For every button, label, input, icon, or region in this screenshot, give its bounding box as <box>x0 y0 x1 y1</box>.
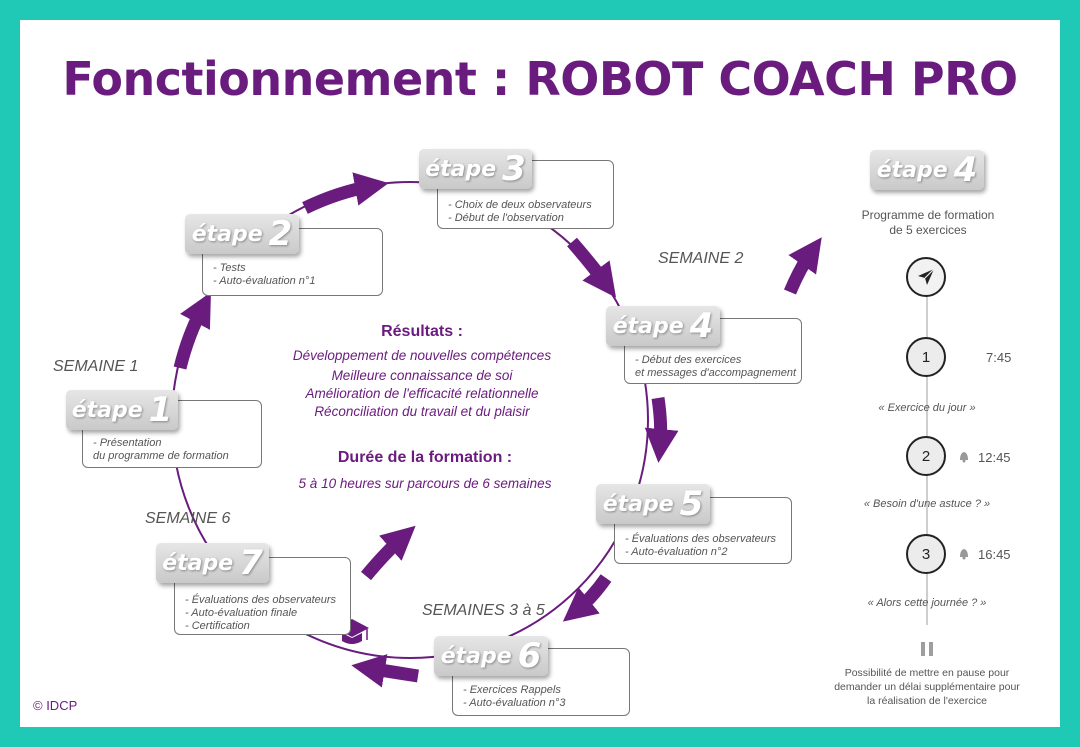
copyright: © IDCP <box>33 698 78 713</box>
timeline-step-3: 3 <box>906 534 946 574</box>
step-5-number: 5 <box>679 484 704 524</box>
results-line-1: Développement de nouvelles compétences <box>292 348 552 363</box>
step-2-number: 2 <box>268 214 293 254</box>
results-line-4: Réconciliation du travail et du plaisir <box>314 404 530 419</box>
page-title: Fonctionnement : ROBOT COACH PRO <box>62 52 1018 106</box>
week-label-6: SEMAINE 6 <box>145 510 231 527</box>
step-1-line-2: du programme de formation <box>93 450 229 462</box>
arrow-step4-to-step5 <box>644 397 679 463</box>
arrow-step5-to-step6 <box>562 574 612 622</box>
week-label-2: SEMAINE 2 <box>658 250 744 267</box>
program-line-1: Programme de formation <box>861 208 995 222</box>
bell-icon <box>960 452 968 463</box>
timeline-step-2: 2 <box>906 436 946 476</box>
bell-icon <box>960 549 968 560</box>
week-label-3-5: SEMAINES 3 à 5 <box>422 602 545 619</box>
arrow-step1-to-step2 <box>173 292 211 370</box>
step-5-line-1: - Évaluations des observateurs <box>625 533 777 545</box>
timeline-step-1: 1 <box>906 337 946 377</box>
duration-heading: Durée de la formation : <box>337 449 513 466</box>
step-4-line-1: - Début des exercices <box>635 354 742 366</box>
step-6-line-2: - Auto-évaluation n°3 <box>463 697 566 709</box>
week-label-1: SEMAINE 1 <box>53 358 139 375</box>
timeline-time-1: 7:45 <box>986 350 1012 365</box>
step-3-line-2: - Début de l'observation <box>448 212 564 224</box>
side-step-word: étape <box>876 157 948 183</box>
step-7-line-3: - Certification <box>185 620 250 632</box>
step-2-line-1: - Tests <box>213 262 246 274</box>
pause-line-3: la réalisation de l'exercice <box>867 695 987 707</box>
step-3-number: 3 <box>502 149 526 189</box>
step-7-word: étape <box>162 550 234 576</box>
pause-line-1: Possibilité de mettre en pause pour <box>844 667 1010 679</box>
step-1-line-1: - Présentation <box>93 437 162 449</box>
step-6-number: 6 <box>517 636 542 676</box>
step-1-number: 1 <box>148 390 173 430</box>
step-6-line-1: - Exercices Rappels <box>463 684 561 696</box>
step-2-word: étape <box>191 221 263 247</box>
arrow-step7-to-results <box>360 525 416 581</box>
timeline-time-2: 12:45 <box>978 450 1011 465</box>
timeline-quote-3: « Alors cette journée ? » <box>867 597 987 609</box>
arrow-step3-to-step4 <box>567 237 617 298</box>
send-icon <box>906 257 946 297</box>
pause-line-2: demander un délai supplémentaire pour <box>834 681 1020 693</box>
results-line-2: Meilleure connaissance de soi <box>331 368 513 383</box>
step-1-word: étape <box>71 397 143 423</box>
results-heading: Résultats : <box>381 323 463 340</box>
step-7-number: 7 <box>239 543 263 583</box>
arrow-step6-to-step7 <box>351 654 419 688</box>
step-4-word: étape <box>612 313 684 339</box>
step-3-line-1: - Choix de deux observateurs <box>448 199 592 211</box>
duration-text: 5 à 10 heures sur parcours de 6 semaines <box>298 476 552 491</box>
pause-icon <box>921 642 933 656</box>
step-4-number: 4 <box>689 306 714 346</box>
step-4-line-2: et messages d'accompagnement <box>635 367 797 379</box>
arrow-step2-to-step3 <box>302 172 389 214</box>
step-5-line-2: - Auto-évaluation n°2 <box>625 546 728 558</box>
arrow-to-program <box>784 237 822 295</box>
program-line-2: de 5 exercices <box>889 223 967 237</box>
timeline-quote-2: « Besoin d'une astuce ? » <box>863 498 991 510</box>
step-5-word: étape <box>602 491 674 517</box>
timeline-time-3: 16:45 <box>978 547 1011 562</box>
step-3-word: étape <box>425 156 497 182</box>
side-step-number: 4 <box>953 150 978 190</box>
timeline-quote-1: « Exercice du jour » <box>878 402 976 414</box>
step-7-line-2: - Auto-évaluation finale <box>185 607 298 619</box>
step-7-line-1: - Évaluations des observateurs <box>185 594 337 606</box>
step-2-line-2: - Auto-évaluation n°1 <box>213 275 316 287</box>
results-line-3: Amélioration de l'efficacité relationnel… <box>305 386 539 401</box>
step-6-word: étape <box>440 643 512 669</box>
